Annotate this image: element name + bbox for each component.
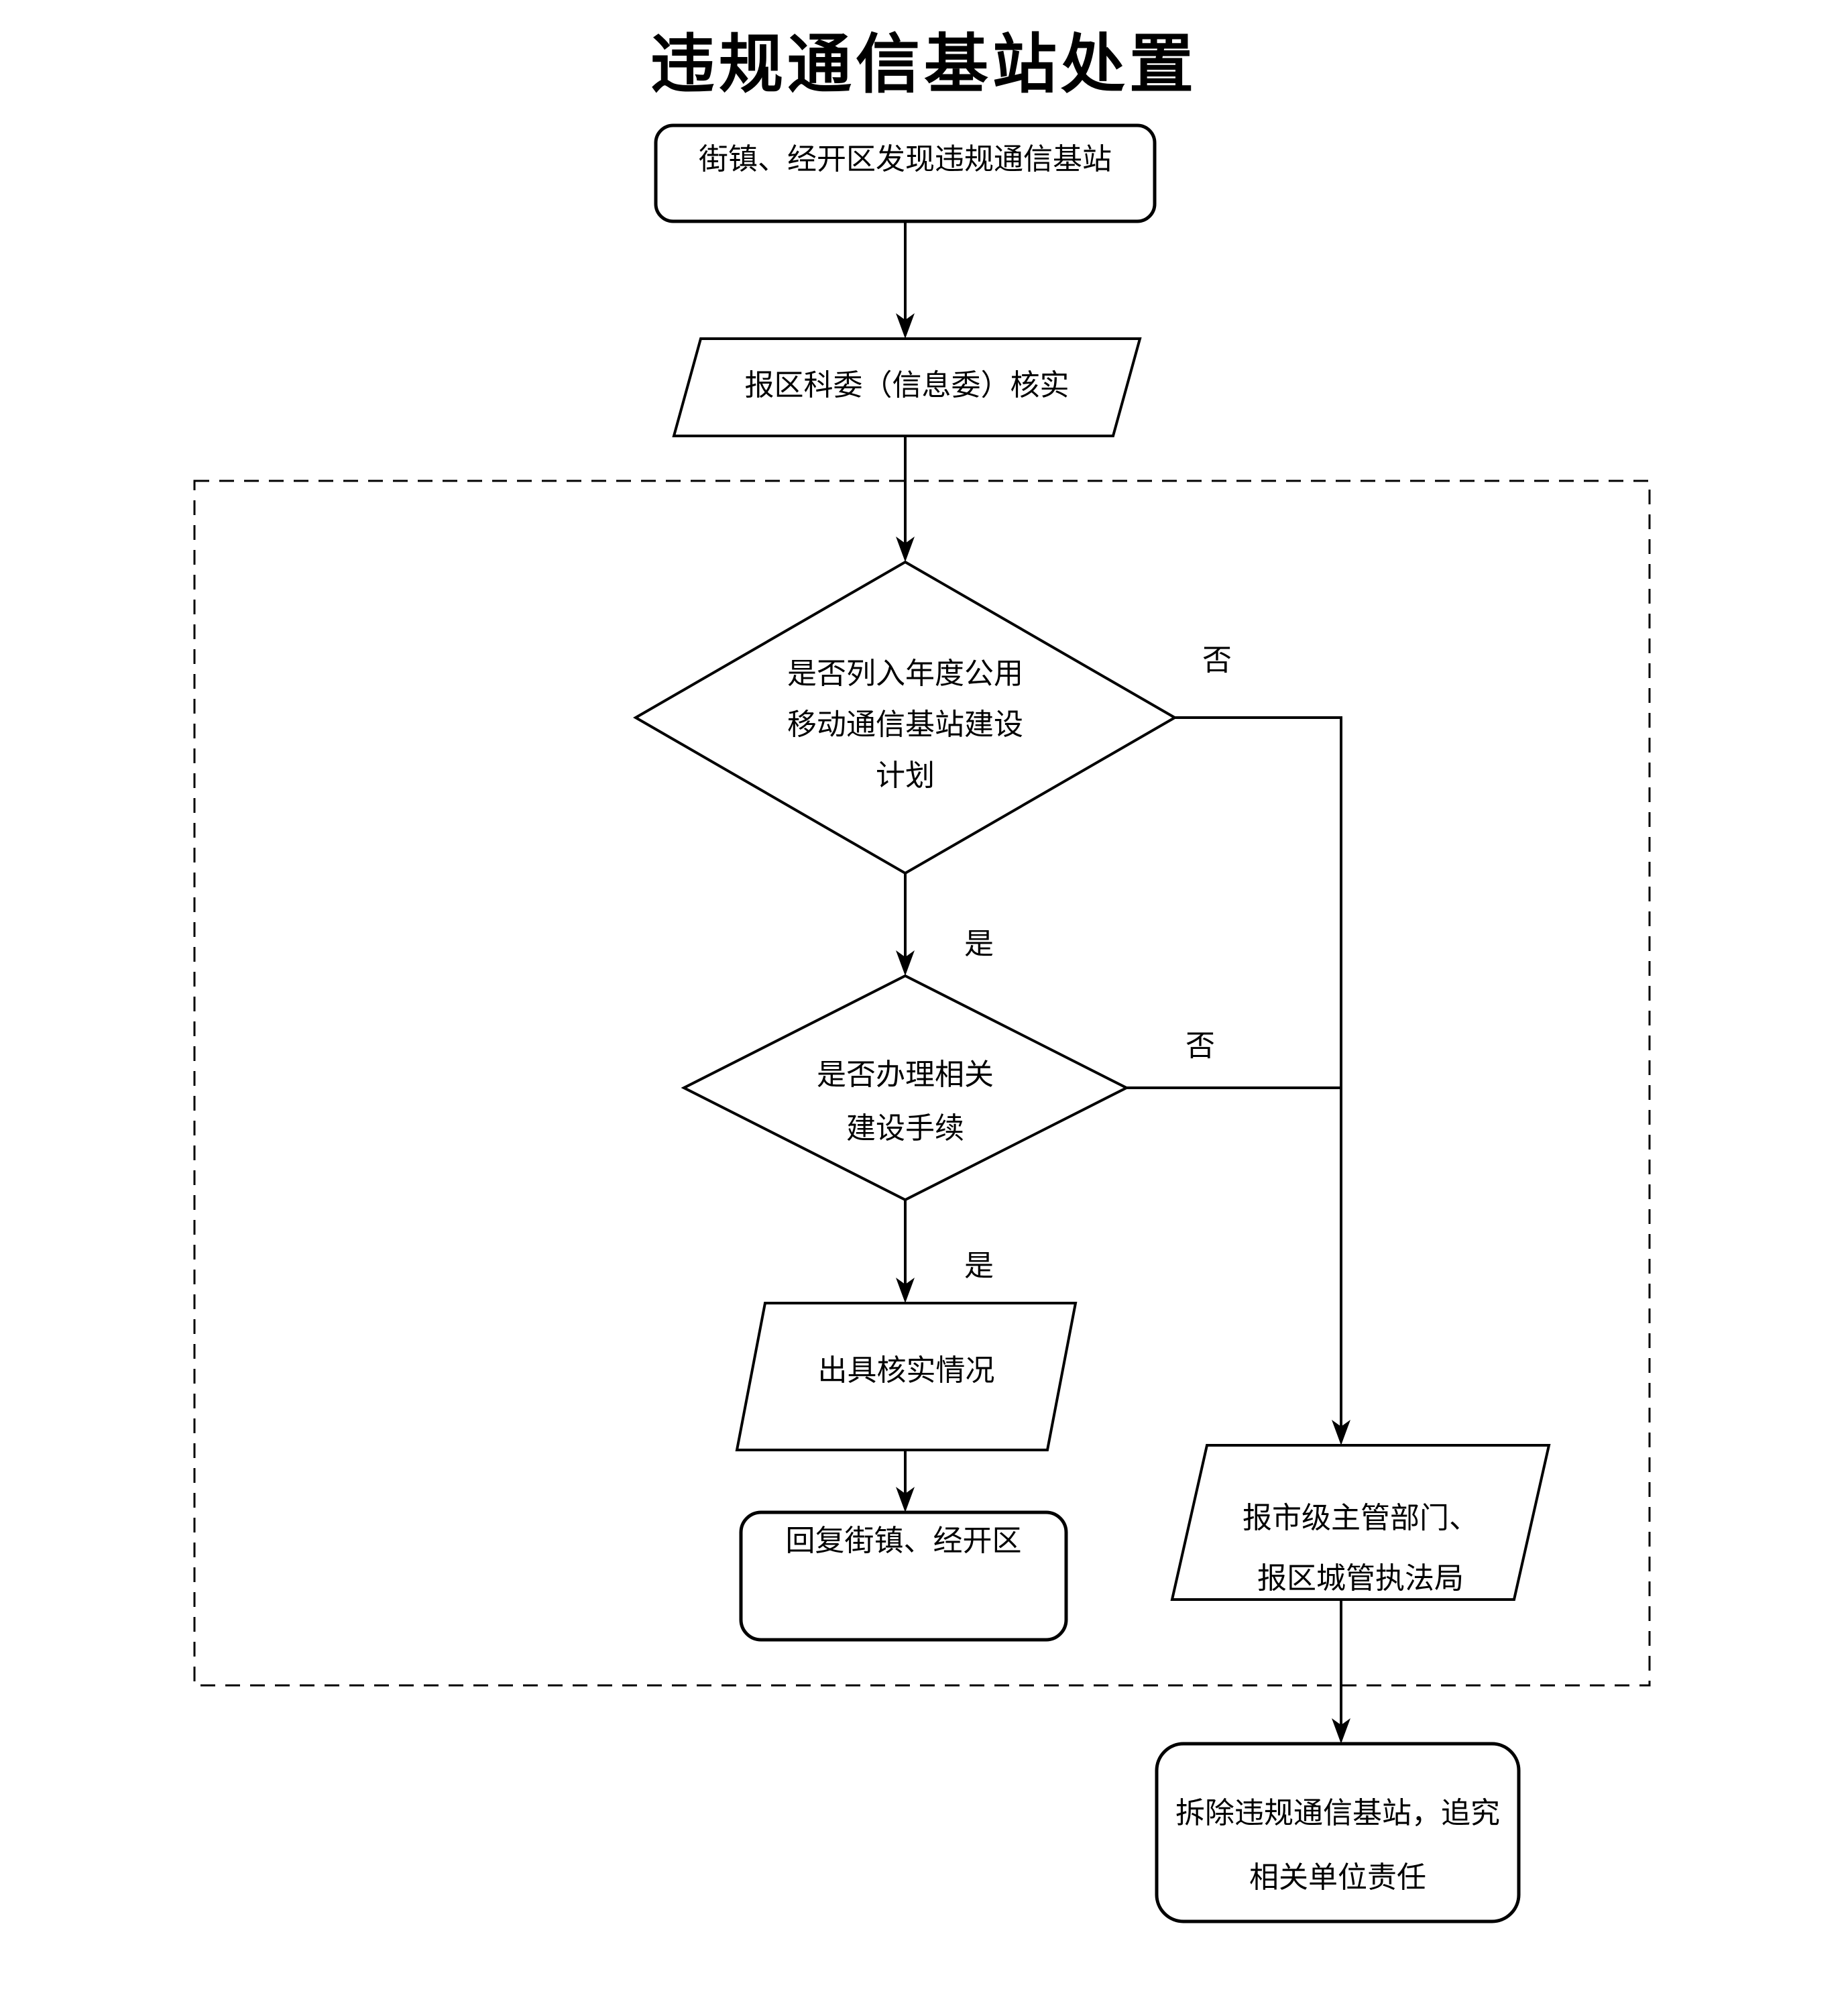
issue-parallelogram-shape bbox=[735, 1302, 1078, 1451]
page-title: 违规通信基站处置 bbox=[650, 29, 1198, 101]
issue-node-label: 出具核实情况 bbox=[817, 1354, 995, 1387]
decision1-label: 是否列入年度公用 移动通信基站建设 计划 bbox=[704, 649, 1106, 801]
decision2-line-1: 是否办理相关 bbox=[817, 1058, 994, 1091]
arrowhead-into-decision2 bbox=[896, 950, 915, 976]
arrowhead-into-verify bbox=[896, 313, 915, 339]
demolish-node-label: 拆除违规通信基站，追究 相关单位责任 bbox=[1157, 1781, 1519, 1910]
edge-label-no-1: 否 bbox=[1202, 644, 1232, 677]
arrowhead-into-reply bbox=[896, 1487, 915, 1512]
decision1-line-3: 计划 bbox=[876, 759, 935, 792]
arrowhead-into-issue bbox=[896, 1278, 915, 1303]
start-node-shape bbox=[654, 123, 1157, 223]
decision2-line-2: 建设手续 bbox=[846, 1112, 964, 1145]
report-line-2: 报区城管执法局 bbox=[1257, 1562, 1464, 1595]
reply-node-label: 回复街镇、经开区 bbox=[785, 1524, 1022, 1557]
demolish-node-shape bbox=[1155, 1742, 1521, 1923]
decision1-line-2: 移动通信基站建设 bbox=[787, 708, 1023, 741]
arrowhead-into-report bbox=[1332, 1420, 1350, 1445]
edge-label-yes-2: 是 bbox=[964, 1249, 994, 1282]
report-line-1: 报市级主管部门、 bbox=[1243, 1502, 1479, 1534]
verify-parallelogram-shape bbox=[672, 337, 1142, 437]
edge-label-no-2: 否 bbox=[1186, 1029, 1215, 1062]
decision2-diamond-shape bbox=[681, 974, 1130, 1202]
decision1-line-1: 是否列入年度公用 bbox=[787, 657, 1023, 690]
decision2-label: 是否办理相关 建设手续 bbox=[704, 1048, 1106, 1156]
demolish-line-1: 拆除违规通信基站，追究 bbox=[1175, 1797, 1500, 1830]
reply-node-shape bbox=[739, 1510, 1068, 1642]
arrowhead-into-demolish bbox=[1332, 1718, 1350, 1744]
verify-node-label: 报区科委（信息委）核实 bbox=[744, 369, 1070, 402]
dashed-scope-border bbox=[193, 480, 1651, 1687]
edge-label-yes-1: 是 bbox=[964, 928, 994, 960]
report-node-label: 报市级主管部门、 报区城管执法局 bbox=[1172, 1488, 1549, 1609]
report-parallelogram-shape bbox=[1170, 1444, 1551, 1601]
decision1-diamond-shape bbox=[632, 560, 1178, 875]
demolish-line-2: 相关单位责任 bbox=[1249, 1861, 1426, 1894]
arrowhead-into-decision1 bbox=[896, 537, 915, 562]
start-node-label: 街镇、经开区发现违规通信基站 bbox=[699, 143, 1112, 176]
edge-decision1-no bbox=[1175, 716, 1342, 1442]
